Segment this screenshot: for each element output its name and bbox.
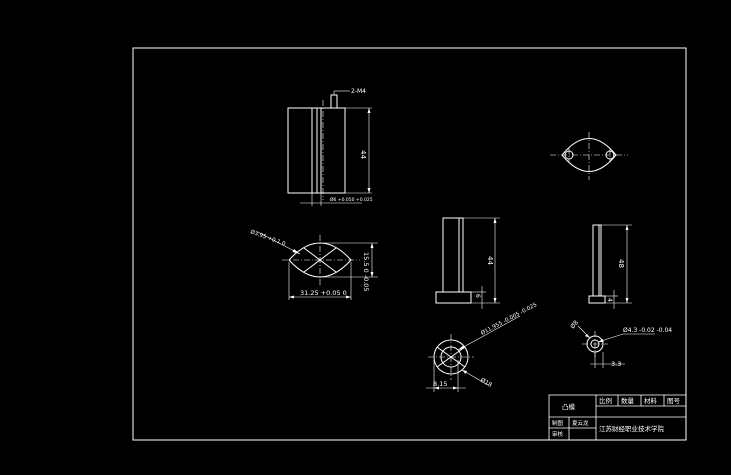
drawn-name: 夏云龙 [572,419,589,427]
thread-callout: 2-M4 [351,88,366,95]
bore-dia-dim: Ø11.955 -0.005 -0.025 [480,301,539,337]
small-outer-dim: Ø8 [569,319,580,330]
header-scale: 比例 [599,396,612,405]
circle-view: Ø11.955 -0.005 -0.025 Ø18 8.15 [426,301,539,392]
ellipse-height-dim: 15.5 0 -0.05 [362,252,370,292]
drawing-border [132,47,687,441]
school-name: 江苏财经职业技术学院 [599,424,665,433]
small-offset-dim: 3.3 [611,360,621,368]
small-circle-view: Ø8 Ø4.3 -0.02 -0.04 3.3 [569,319,672,368]
ellipse-width-dim: 31.25 +0.05 0 [300,289,347,297]
front-view: 2-M4 44 Ø6 +0.050 +0.025 [287,88,373,206]
top-right-ellipse-view [550,132,628,180]
front-height-dim: 44 [359,150,367,159]
side-height-dim: 44 [486,256,494,265]
thread-stud [330,94,338,109]
ellipse-section-view: Ø3.95 +0.1 0 15.5 0 -0.05 31.25 +0.05 0 [249,228,378,300]
side-base-dim: 6 [474,294,481,298]
small-dia-dim: Ø4.3 -0.02 -0.04 [623,327,672,334]
right-base [588,295,606,304]
review-label: 审核 [552,430,564,438]
header-material: 材料 [644,396,658,405]
right-side-view: 48 4 [588,224,632,309]
outer-dia-dim: Ø18 [479,377,493,389]
right-body [592,224,602,297]
side-body [442,217,464,293]
right-base-dim: 4 [606,298,613,302]
header-quantity: 数量 [621,396,635,405]
header-drawing-number: 图号 [667,397,681,405]
offset-dim: 8.15 [433,380,447,388]
title-block: 凸模 比例 数量 材料 图号 制图 夏云龙 审核 江苏财经职业技术学院 [548,394,687,441]
drawn-label: 制图 [552,419,564,427]
part-name: 凸模 [562,402,576,411]
side-base [435,291,472,304]
ellipse-dia-dim: Ø3.95 +0.1 0 [249,228,287,247]
front-slot-width-dim: Ø6 +0.050 +0.025 [330,196,373,203]
side-view: 44 6 [435,217,500,309]
right-height-dim: 48 [617,259,625,268]
